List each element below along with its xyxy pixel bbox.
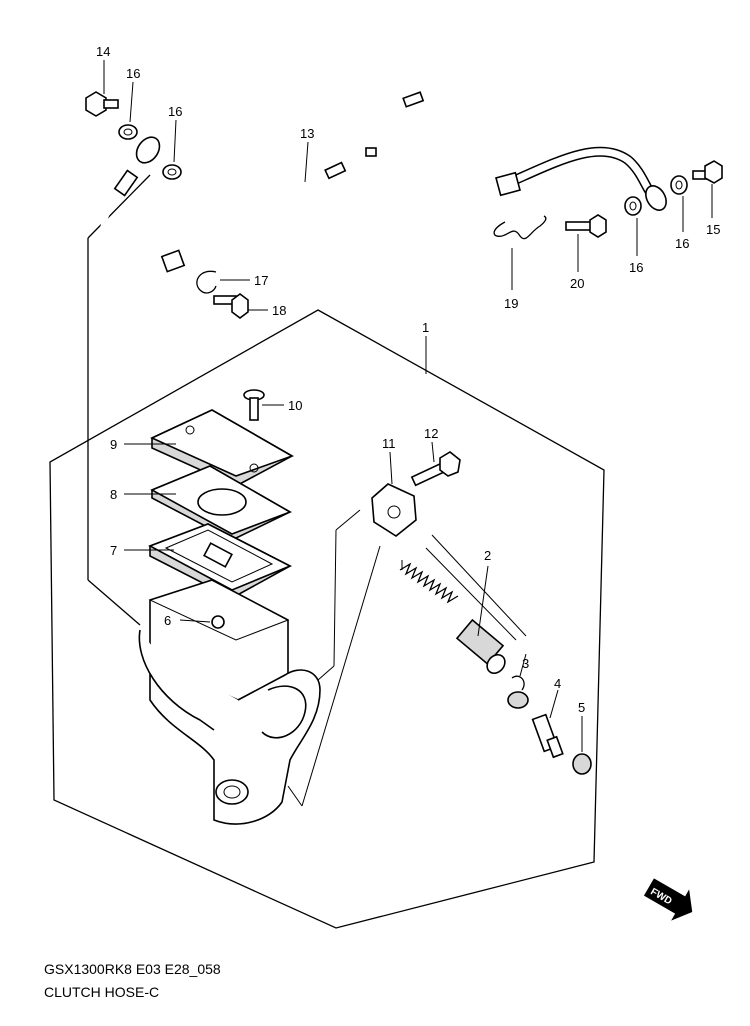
clip-17 [196, 270, 217, 294]
callout-9: 9 [110, 437, 117, 452]
bracket-11 [371, 483, 417, 537]
model-code: GSX1300RK8 E03 E28_058 [44, 961, 221, 977]
callout-16d: 16 [675, 236, 689, 251]
callout-14: 14 [96, 44, 110, 59]
callout-5: 5 [578, 700, 585, 715]
callout-16b: 16 [168, 104, 182, 119]
callout-19: 19 [504, 296, 518, 311]
callout-20: 20 [570, 276, 584, 291]
callout-16c: 16 [629, 260, 643, 275]
spring-2 [399, 562, 459, 604]
callout-12: 12 [424, 426, 438, 441]
washer-16a [118, 124, 138, 140]
frame-line-top [87, 174, 151, 239]
screw-10 [243, 389, 265, 421]
washer-16b [162, 164, 182, 180]
callout-13: 13 [300, 126, 314, 141]
leader-lines [103, 60, 713, 807]
callout-16a: 16 [126, 66, 140, 81]
callout-10: 10 [288, 398, 302, 413]
callout-7: 7 [110, 543, 117, 558]
circlip-3 [511, 675, 525, 691]
fwd-arrow-icon: FWD [643, 878, 693, 921]
pushrod-4 [531, 713, 564, 759]
diagram-title: CLUTCH HOSE-C [44, 984, 160, 1000]
clamp-19 [493, 215, 547, 240]
cap-5 [572, 753, 592, 775]
bolt-6 [211, 615, 225, 629]
assembly-outline [49, 309, 605, 929]
callout-6: 6 [164, 613, 171, 628]
callout-2: 2 [484, 548, 491, 563]
callout-4: 4 [554, 676, 561, 691]
callout-8: 8 [110, 487, 117, 502]
banjo-bolt-14 [85, 91, 119, 117]
callout-15: 15 [706, 222, 720, 237]
boot-3 [507, 691, 529, 709]
callout-1: 1 [422, 320, 429, 335]
callout-17: 17 [254, 273, 268, 288]
bolt-18 [213, 293, 249, 319]
bolt-12 [410, 451, 461, 487]
callout-3: 3 [522, 656, 529, 671]
frame-line-left-base [87, 579, 141, 626]
bolt-20 [565, 214, 607, 238]
master-cylinder-body [138, 579, 321, 825]
washer-16c [624, 196, 642, 216]
piston-2 [455, 618, 506, 675]
clutch-hose [97, 85, 667, 283]
callout-labels: 14 16 16 13 17 18 19 20 16 16 15 1 10 9 … [96, 44, 720, 715]
callout-18: 18 [272, 303, 286, 318]
callout-11: 11 [382, 436, 396, 451]
banjo-bolt-15 [692, 160, 723, 184]
washer-16d [670, 175, 688, 195]
